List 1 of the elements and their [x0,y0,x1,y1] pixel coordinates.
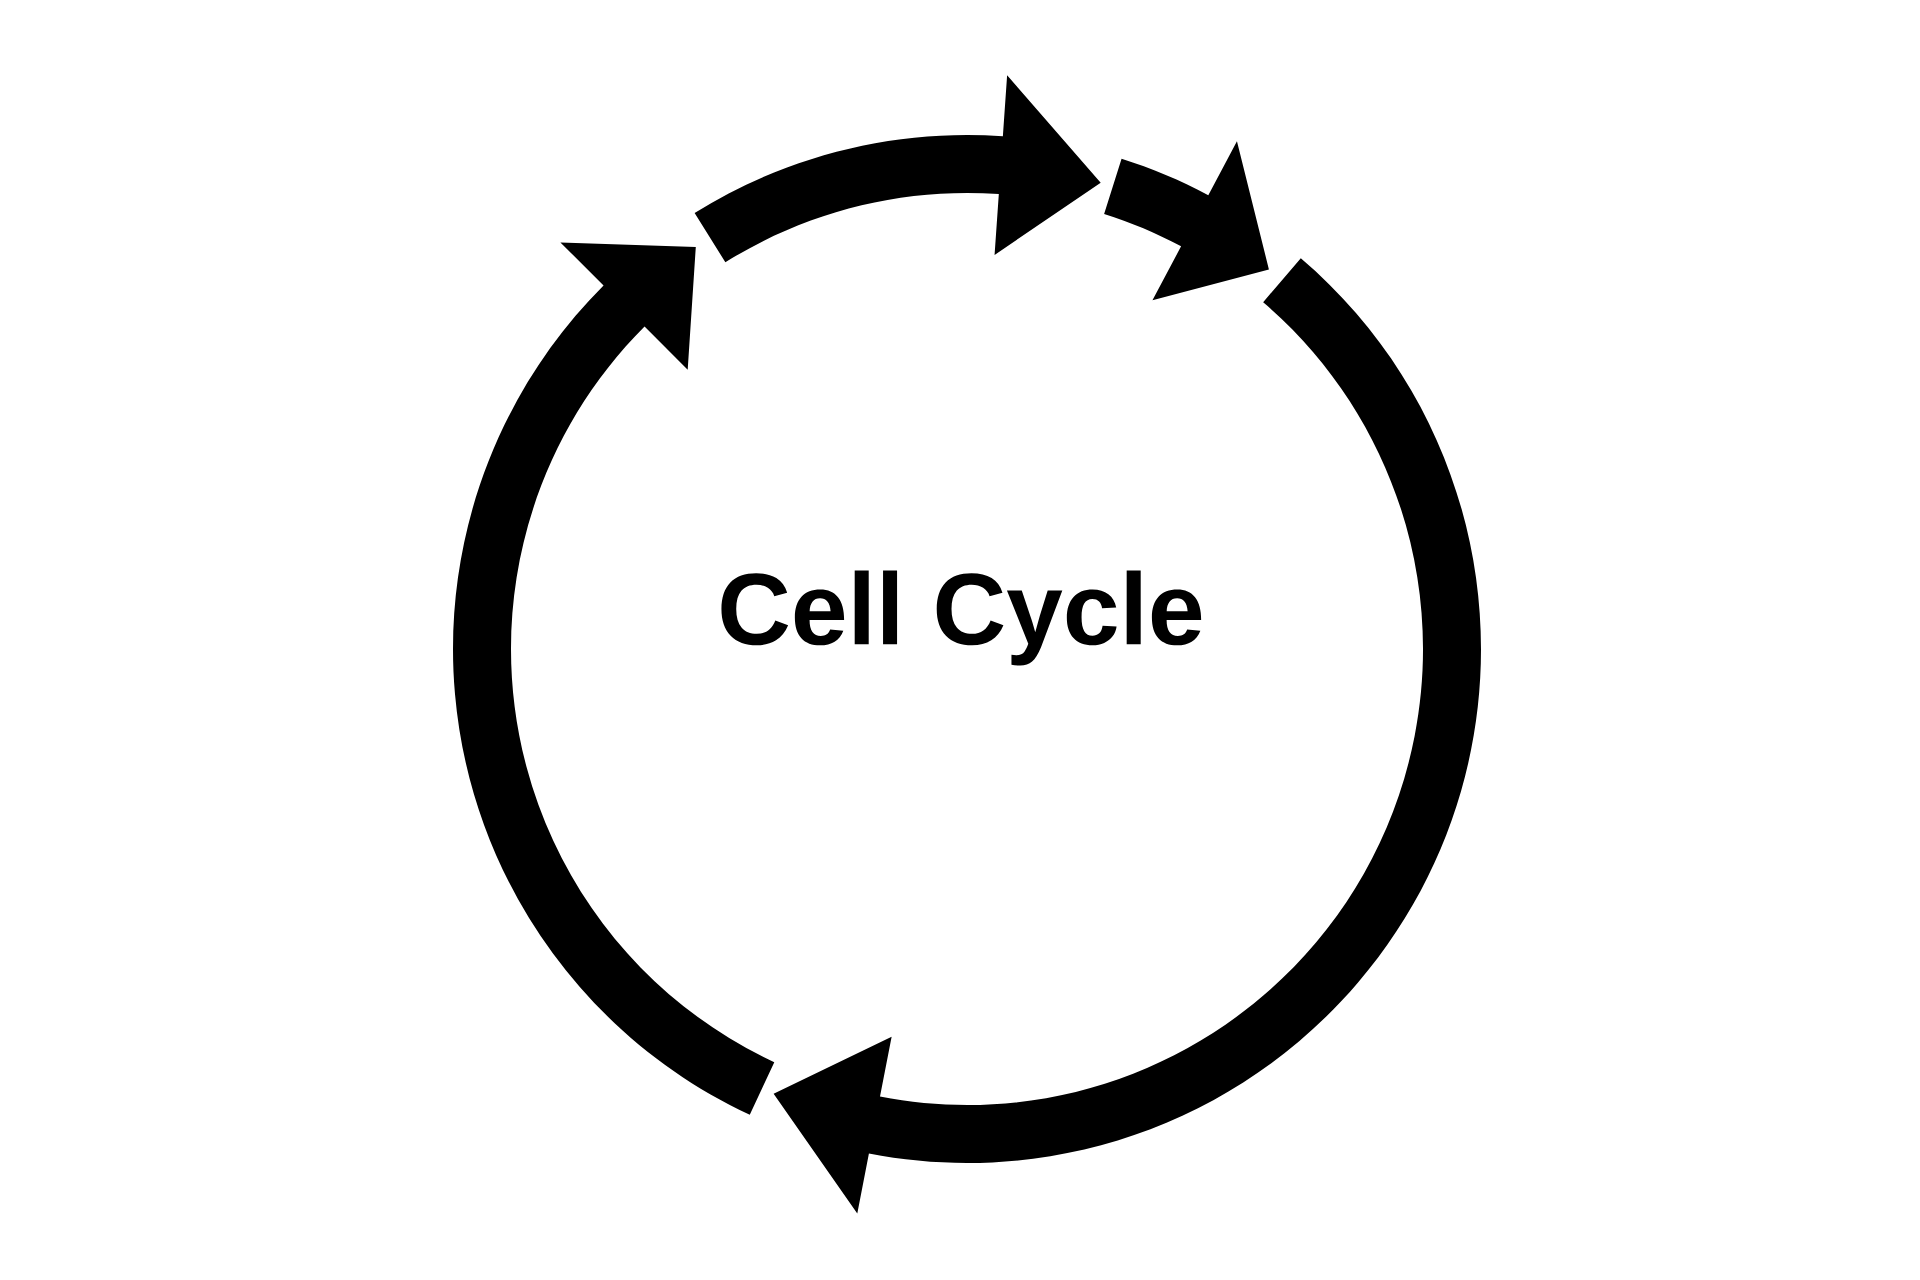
center-label: Cell Cycle [721,570,1202,666]
